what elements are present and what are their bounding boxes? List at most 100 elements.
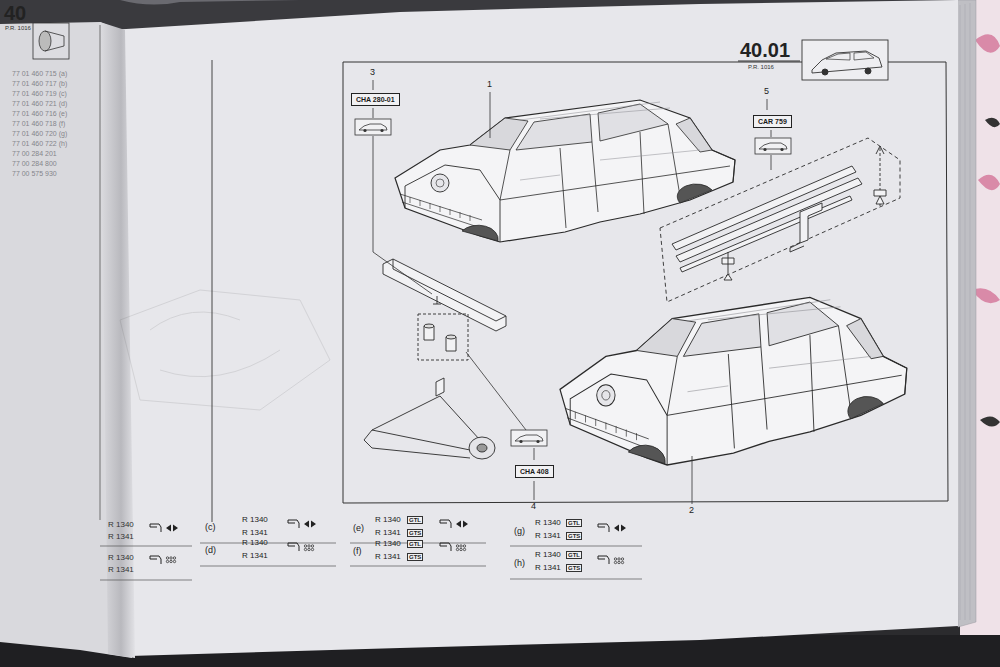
table-symbols-part xyxy=(456,545,465,551)
variant-letter: (e) xyxy=(353,524,364,533)
table-rules xyxy=(100,543,642,580)
table-cell: R 1341 xyxy=(375,529,401,537)
rail-kit-part xyxy=(874,190,886,204)
tool-code-box: CAR 759 xyxy=(753,115,792,128)
rail-kit-part xyxy=(790,243,804,252)
version-code: GTL xyxy=(407,540,423,548)
table-rules-part xyxy=(100,546,192,580)
tool-code: CHA 280-01 xyxy=(356,96,395,103)
part-number: 77 01 460 719 (c) xyxy=(12,90,67,97)
version-code: GTS xyxy=(566,564,582,572)
small-car-icons-part xyxy=(511,430,547,446)
small-car-icons-part xyxy=(355,119,391,135)
part-number: 77 00 284 201 xyxy=(12,150,57,157)
small-car-icons xyxy=(355,119,791,446)
page-frames-part xyxy=(802,40,888,80)
table-cell: R 1341 xyxy=(108,566,134,574)
part-number: 77 01 460 718 (f) xyxy=(12,120,65,127)
table-cell: R 1340 xyxy=(108,521,134,529)
table-symbols-part xyxy=(304,545,313,551)
version-code: GTL xyxy=(566,551,582,559)
page-number: 40.01 xyxy=(740,40,790,60)
part-number: 77 00 284 800 xyxy=(12,160,57,167)
table-rules-part xyxy=(200,543,336,566)
part-number: 77 01 460 721 (d) xyxy=(12,100,67,107)
background-part xyxy=(980,118,1000,427)
tool-code-box: CHA 280-01 xyxy=(351,93,400,106)
left-page-header-part xyxy=(33,23,69,59)
car-body-shells-part xyxy=(560,297,907,465)
jack-and-beam-part xyxy=(436,378,444,396)
rail-kit-part xyxy=(676,178,862,262)
version-code: GTS xyxy=(407,553,423,561)
show-through-ghost xyxy=(120,290,330,410)
leader-lines-part xyxy=(767,99,768,110)
table-symbols-part xyxy=(288,543,299,551)
leader-lines-part xyxy=(490,92,491,138)
jack-and-beam-part xyxy=(469,437,495,459)
jack-and-beam-part xyxy=(383,259,506,331)
table-symbols xyxy=(150,520,626,564)
table-symbols-part xyxy=(598,556,609,564)
table-cell: R 1340 xyxy=(375,516,401,524)
leader-lines-part xyxy=(692,456,693,504)
table-symbols-part xyxy=(456,521,468,528)
left-page-header-part xyxy=(45,31,64,51)
page-frames-part xyxy=(822,69,828,75)
reference-code: P.R. 1016 xyxy=(5,25,31,31)
jack-and-beam-part xyxy=(446,335,456,339)
show-through-ghost-part xyxy=(150,312,280,377)
callout-number: 3 xyxy=(370,68,375,77)
table-cell: R 1340 xyxy=(242,516,268,524)
variant-letter: (h) xyxy=(514,559,525,568)
leader-lines-part xyxy=(534,448,535,460)
table-cell: R 1341 xyxy=(242,529,268,537)
table-cell: R 1340 xyxy=(242,539,268,547)
table-cell: R 1341 xyxy=(535,532,561,540)
jack-and-beam-part xyxy=(433,296,441,304)
table-symbols-part xyxy=(440,543,451,551)
variant-letter: (d) xyxy=(205,546,216,555)
version-code: GTS xyxy=(407,529,423,537)
book-pages-part xyxy=(100,22,135,658)
table-cell: R 1341 xyxy=(535,564,561,572)
table-cell: R 1340 xyxy=(108,554,134,562)
callout-number: 1 xyxy=(487,80,492,89)
table-cell: R 1340 xyxy=(535,519,561,527)
table-symbols-part xyxy=(614,558,623,564)
page-frames-part xyxy=(212,60,213,522)
car-body-shells xyxy=(395,100,907,465)
table-symbols-part xyxy=(598,524,609,532)
leader-lines-part xyxy=(534,481,535,500)
variant-letter: (g) xyxy=(514,527,525,536)
page-frames-part xyxy=(343,62,948,503)
left-page-header xyxy=(33,23,100,520)
version-code: GTS xyxy=(566,532,582,540)
car-body-shells-part xyxy=(395,100,735,242)
version-code: GTL xyxy=(566,519,582,527)
table-symbols-part xyxy=(150,524,161,532)
part-number: 77 00 575 930 xyxy=(12,170,57,177)
table-symbols-part xyxy=(614,525,626,532)
show-through-ghost-part xyxy=(120,290,330,410)
page-frames xyxy=(212,40,948,522)
variant-letter: (c) xyxy=(205,523,216,532)
rail-kit-part xyxy=(724,274,732,280)
table-symbols-part xyxy=(288,520,299,528)
jack-and-beam-part xyxy=(424,324,434,328)
version-code: GTL xyxy=(407,516,423,524)
leader-lines-part xyxy=(373,108,374,118)
leader-lines-part xyxy=(771,130,772,137)
table-cell: R 1341 xyxy=(375,553,401,561)
part-number: 77 01 460 715 (a) xyxy=(12,70,67,77)
part-number: 77 01 460 716 (e) xyxy=(12,110,67,117)
rail-kit-part xyxy=(800,203,822,243)
jack-and-beam-part xyxy=(393,259,506,321)
table-symbols-part xyxy=(166,557,175,563)
leader-lines-part xyxy=(373,136,432,294)
left-page-header-part xyxy=(100,25,101,520)
table-symbols-part xyxy=(440,520,451,528)
